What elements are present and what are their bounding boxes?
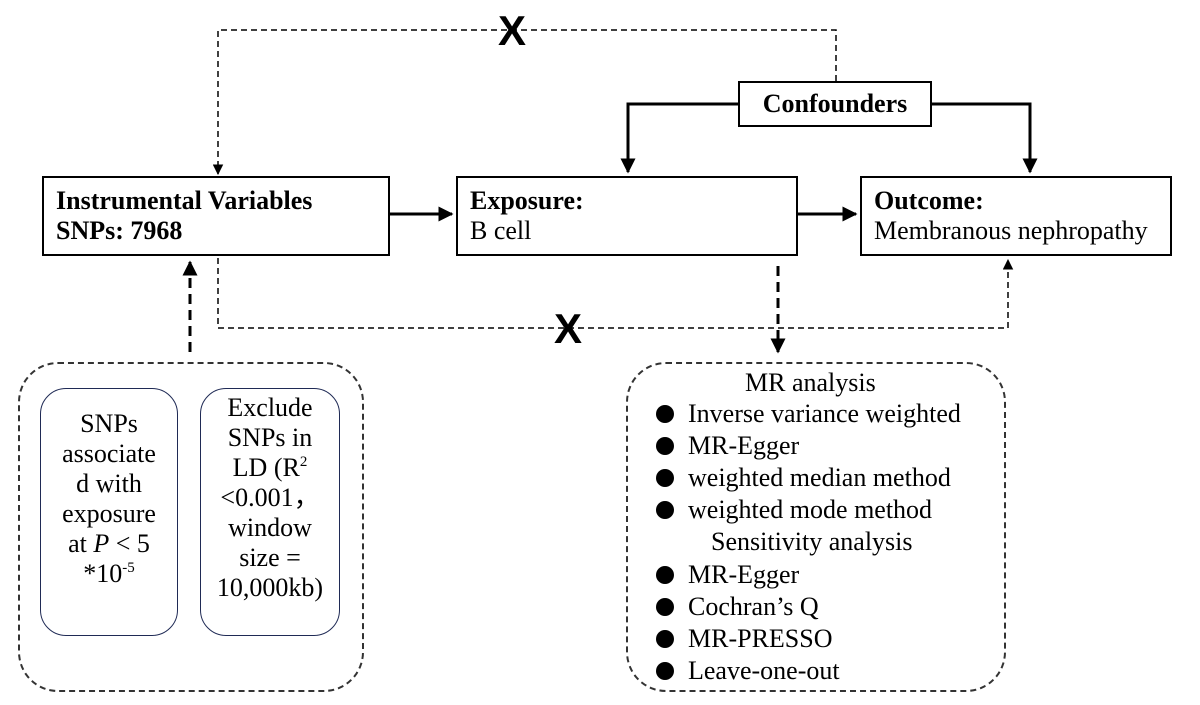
criterion-2-line: window: [228, 513, 312, 542]
dashed-path-bottom: [217, 258, 1014, 329]
mr-analysis-group: [626, 362, 1006, 692]
selection-criteria-group: [18, 362, 364, 692]
criterion-2-r2: LD (R2: [232, 453, 308, 482]
sensitivity-analysis-heading: Sensitivity analysis: [711, 527, 913, 556]
exposure-value: B cell: [470, 216, 532, 245]
bullet-icon: [656, 566, 674, 584]
exposure-title: Exposure:: [470, 186, 584, 215]
blocked-mark-top: X: [498, 7, 526, 54]
criterion-1-line: exposure: [62, 499, 156, 528]
bullet-icon: [656, 405, 674, 423]
instrumental-variables-snps: SNPs: 7968: [56, 216, 183, 245]
sensitivity-method-item: MR-PRESSO: [656, 624, 833, 654]
sensitivity-method-item: Cochran’s Q: [656, 592, 819, 622]
exposure-box: Exposure: B cell: [456, 176, 798, 256]
outcome-title: Outcome:: [874, 186, 984, 215]
bullet-icon: [656, 469, 674, 487]
criterion-1-exponent: *10-5: [83, 559, 135, 588]
criterion-2-line: size =: [239, 543, 301, 572]
criterion-ld-box: Exclude SNPs in LD (R2 <0.001， window si…: [200, 388, 340, 636]
criterion-2-line: Exclude: [227, 393, 313, 422]
dashed-path-top: [212, 29, 837, 176]
mr-method-item: weighted mode method: [656, 495, 932, 525]
arrow-confounders-to-exposure: [620, 102, 738, 174]
criterion-2-line: 10,000kb): [216, 573, 324, 602]
outcome-box: Outcome: Membranous nephropathy: [860, 176, 1172, 256]
confounders-label: Confounders: [762, 89, 908, 118]
bullet-icon: [656, 598, 674, 616]
criterion-1-line: associate: [62, 439, 156, 468]
confounders-box: Confounders: [738, 81, 932, 127]
criterion-1-line: SNPs: [80, 409, 138, 438]
outcome-value: Membranous nephropathy: [874, 216, 1148, 245]
blocked-mark-bottom: X: [554, 305, 582, 352]
bullet-icon: [656, 662, 674, 680]
criterion-1-p-threshold: at P < 5: [68, 529, 150, 558]
criterion-1-line: d with: [76, 469, 142, 498]
bullet-icon: [656, 630, 674, 648]
bullet-icon: [656, 437, 674, 455]
mr-analysis-heading: MR analysis: [745, 368, 876, 397]
instrumental-variables-box: Instrumental Variables SNPs: 7968: [42, 176, 390, 256]
criterion-2-line: SNPs in: [227, 423, 313, 452]
arrow-confounders-to-outcome: [932, 102, 1038, 174]
mr-method-item: Inverse variance weighted: [656, 399, 961, 429]
instrumental-variables-title: Instrumental Variables: [56, 186, 313, 215]
bullet-icon: [656, 501, 674, 519]
criterion-association-box: SNPs associate d with exposure at P < 5 …: [40, 388, 178, 636]
mr-method-item: weighted median method: [656, 463, 951, 493]
criterion-2-line: <0.001，: [220, 483, 320, 512]
sensitivity-method-item: MR-Egger: [656, 560, 799, 590]
sensitivity-method-item: Leave-one-out: [656, 656, 840, 686]
mr-method-item: MR-Egger: [656, 431, 799, 461]
